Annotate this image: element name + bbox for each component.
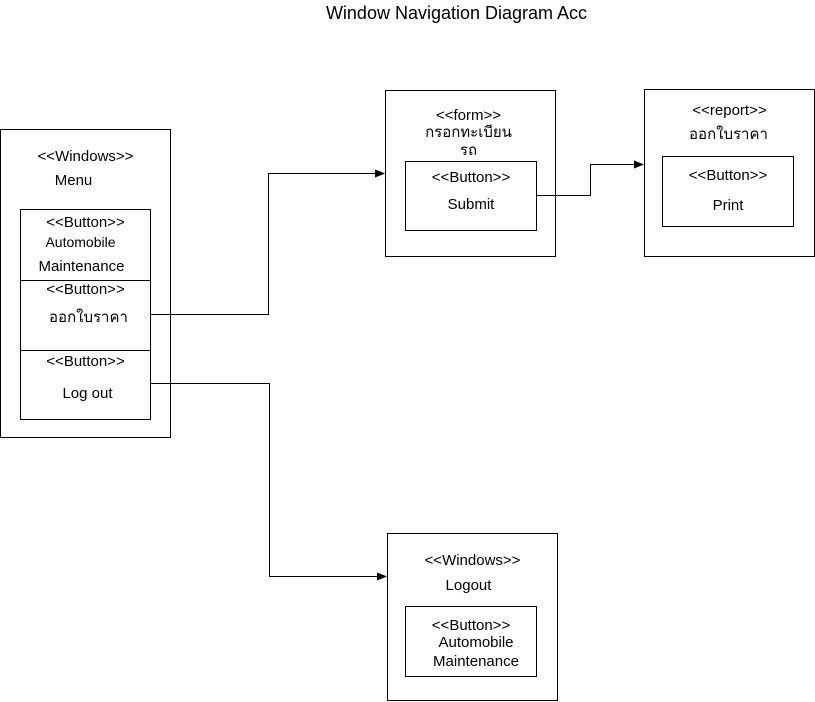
- automobile-maintenance-button-label-line2: Maintenance: [38, 258, 125, 275]
- logout-automobile-maintenance-button-stereotype: <<Button>>: [431, 617, 511, 634]
- automobile-maintenance-button[interactable]: <<Button>> Automobile Maintenance: [21, 210, 150, 281]
- quote-button[interactable]: <<Button>> ออกใบราคา: [21, 280, 150, 351]
- logout-to-logout-window-arrow: [150, 383, 387, 581]
- form-window-name-line2: รถ: [459, 142, 478, 159]
- logout-button[interactable]: <<Button>> Log out: [21, 351, 150, 419]
- menu-window: <<Windows>> Menu <<Button>> Automobile M…: [0, 129, 171, 438]
- submit-button-stereotype: <<Button>>: [431, 169, 511, 186]
- quote-button-stereotype: <<Button>>: [46, 281, 125, 298]
- logout-window-name: Logout: [445, 577, 492, 594]
- print-button-label: Print: [712, 197, 744, 214]
- automobile-maintenance-button-label-line1: Automobile: [45, 234, 116, 250]
- submit-button-label: Submit: [447, 196, 495, 213]
- diagram-title: Window Navigation Diagram Acc: [325, 3, 588, 23]
- quote-to-form-arrow: [150, 169, 385, 315]
- menu-button-group: <<Button>> Automobile Maintenance <<Butt…: [20, 209, 151, 420]
- logout-automobile-maintenance-button-label-line2: Maintenance: [433, 653, 519, 670]
- submit-to-report-arrow: [536, 160, 644, 196]
- menu-window-stereotype: <<Windows>>: [37, 148, 134, 165]
- logout-automobile-maintenance-button-label-line1: Automobile: [438, 634, 514, 651]
- print-button[interactable]: <<Button>> Print: [662, 156, 794, 227]
- report-window-name: ออกใบราคา: [689, 126, 768, 143]
- form-window-name-line1: กรอกทะเบียน: [425, 124, 512, 141]
- report-window-stereotype: <<report>>: [692, 102, 767, 119]
- logout-button-stereotype: <<Button>>: [46, 353, 125, 370]
- logout-automobile-maintenance-button[interactable]: <<Button>> Automobile Maintenance: [405, 606, 537, 677]
- logout-window-stereotype: <<Windows>>: [424, 552, 521, 569]
- quote-button-label: ออกใบราคา: [49, 309, 128, 326]
- print-button-stereotype: <<Button>>: [688, 167, 768, 184]
- menu-window-name: Menu: [54, 172, 93, 189]
- automobile-maintenance-button-stereotype: <<Button>>: [46, 214, 125, 231]
- logout-window: <<Windows>> Logout <<Button>> Automobile…: [387, 533, 558, 701]
- logout-button-label: Log out: [62, 385, 113, 402]
- form-window-stereotype: <<form>>: [435, 107, 502, 124]
- report-window: <<report>> ออกใบราคา <<Button>> Print: [644, 89, 815, 257]
